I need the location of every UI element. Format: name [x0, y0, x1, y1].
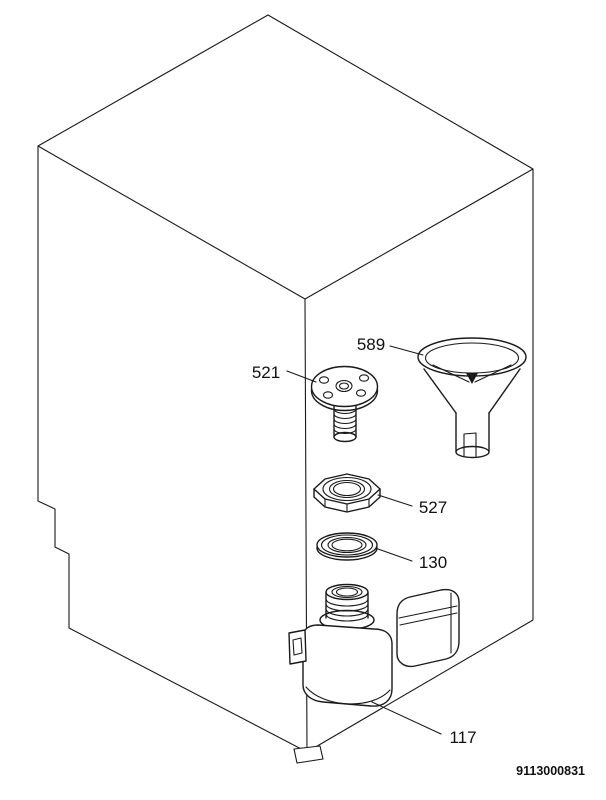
flange-bolt-hole [355, 389, 367, 397]
funnel-cone-side [423, 368, 457, 414]
cabinet-foot [293, 745, 324, 764]
cabinet-top-face [37, 14, 534, 300]
nut-hole [328, 479, 366, 499]
flange-stub-thread [333, 428, 357, 435]
flange-bolt-hole [322, 391, 334, 399]
flange-plate [310, 365, 379, 408]
valve-solenoid-lamination-line [399, 612, 458, 626]
nut-chamfer [322, 476, 372, 502]
flange-stub-thread [333, 418, 357, 425]
funnel-rim-outer [417, 337, 527, 377]
callout-label-589: 589 [357, 335, 385, 354]
doc-number: 9113000831 [516, 764, 585, 778]
flange-stub-thread [333, 423, 357, 430]
seal-inner [331, 538, 363, 552]
valve-inlet-thread [325, 603, 369, 612]
callout-label-521: 521 [252, 363, 280, 382]
part-flange-521 [310, 365, 379, 443]
callout-label-527: 527 [419, 498, 447, 517]
flange-center-bore [338, 382, 350, 390]
leader-line-130 [377, 548, 413, 562]
valve-inlet-thread [325, 598, 369, 607]
callout-label-130: 130 [419, 553, 447, 572]
seal-ridge [327, 536, 367, 554]
callout-leaders [286, 345, 442, 735]
callout-label-117: 117 [449, 728, 476, 747]
cabinet-outline [37, 14, 534, 764]
part-nut-527 [313, 473, 381, 513]
nut-top-face [313, 473, 381, 505]
valve-inlet-bore [335, 587, 359, 597]
leader-line-589 [389, 345, 424, 356]
valve-body-bottom-curve [305, 686, 391, 705]
flange-center-hole [335, 379, 353, 393]
flange-stub-thread [333, 408, 357, 415]
cabinet-left-edge-and-plinth [37, 145, 308, 753]
part-funnel-589 [417, 337, 527, 459]
callout-labels: 521 589 527 130 117 [252, 335, 477, 747]
funnel-cone-side [488, 368, 521, 414]
leader-line-521 [286, 370, 317, 383]
nut-bore [332, 481, 362, 497]
seal-outer [316, 532, 378, 558]
valve-inlet-thread [325, 613, 369, 622]
funnel-spout-slot [463, 432, 477, 458]
leader-line-527 [377, 494, 413, 507]
funnel-inner-cone-vertex [466, 373, 478, 384]
part-seal-130 [316, 532, 378, 561]
cabinet-right-edge [306, 168, 534, 753]
valve-solenoid-lamination-line [398, 605, 458, 619]
leader-line-117 [371, 701, 442, 735]
funnel-inner-cone-line [474, 364, 512, 383]
valve-mount-tab [288, 629, 307, 665]
valve-solenoid-block [396, 588, 460, 668]
funnel-spout-tip [455, 445, 490, 459]
seal-ridge [320, 534, 374, 556]
flange-bolt-hole [358, 374, 370, 382]
valve-inlet-thread [325, 608, 369, 617]
flange-stub-thread [333, 413, 357, 420]
part-valve-117 [288, 583, 460, 707]
flange-bolt-hole [318, 376, 330, 384]
valve-inlet-opening [331, 585, 363, 599]
valve-mount-tab-slot [292, 637, 303, 656]
valve-body [302, 624, 393, 707]
flange-stub-tip [333, 431, 357, 443]
funnel-inner-cone-line [432, 364, 470, 383]
